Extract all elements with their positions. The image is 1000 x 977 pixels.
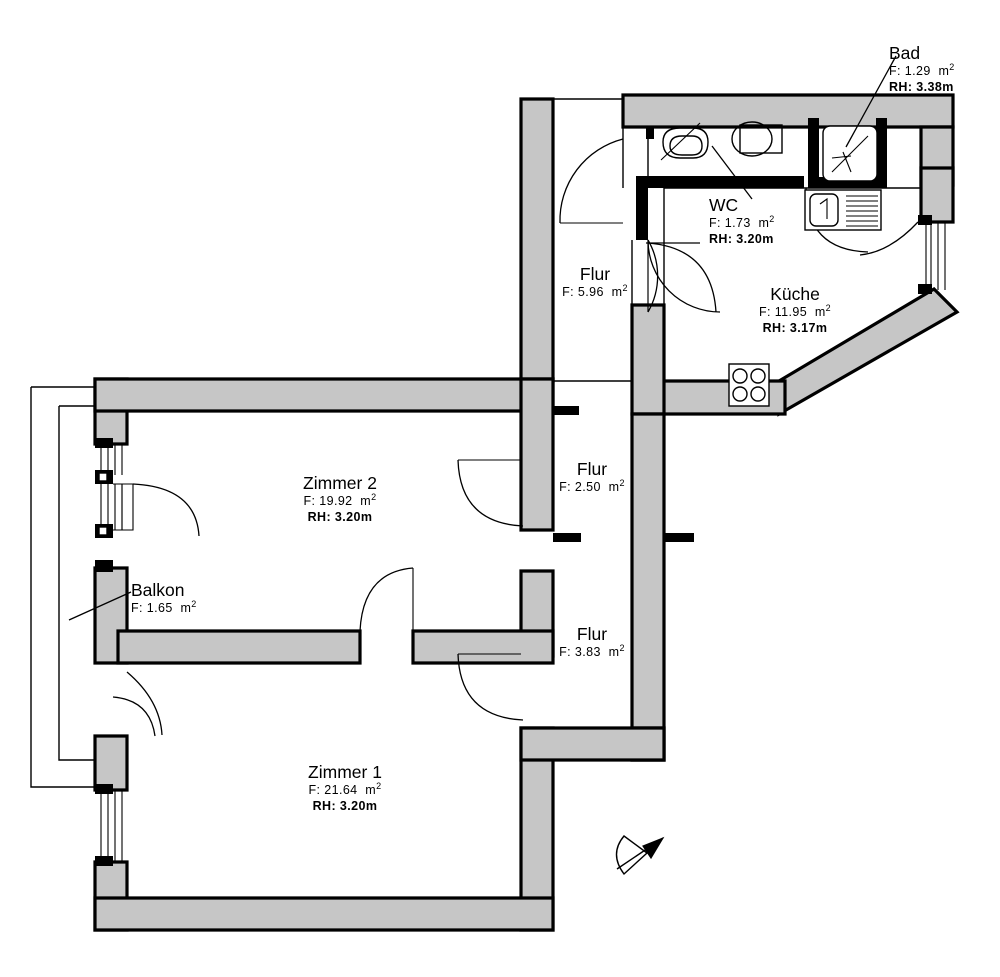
room-area-zimmer-1: F: 21.64 m2	[308, 781, 382, 798]
room-label-kueche: Küche F: 11.95 m2 RH: 3.17m	[735, 285, 855, 336]
window-right-exterior	[918, 215, 946, 294]
room-area-balkon: F: 1.65 m2	[131, 599, 197, 616]
wall-nib-entry	[646, 127, 654, 139]
room-name-zimmer-2: Zimmer 2	[303, 473, 377, 493]
room-label-zimmer-1: Zimmer 1 F: 21.64 m2 RH: 3.20m	[265, 763, 425, 814]
door-balcony	[132, 483, 200, 537]
room-label-bad: Bad F: 1.29 m2 RH: 3.38m	[889, 44, 955, 95]
wall-tick-left-of-corridor	[553, 533, 581, 542]
wall-wc-partition-vertical	[636, 176, 648, 240]
shower-tray-icon	[822, 125, 878, 182]
window-zimmer2-upper	[95, 438, 123, 484]
room-name-kueche: Küche	[770, 284, 820, 304]
wall-bath-inner-right	[876, 118, 887, 188]
wall-wc-partition-horizontal	[636, 176, 804, 188]
room-height-zimmer-1: RH: 3.20m	[312, 798, 378, 813]
wall-tick-right-of-corridor	[664, 533, 694, 542]
wall-bottom-zimmer1	[93, 896, 555, 932]
leader-balkon	[68, 591, 132, 621]
balcony-outline	[30, 386, 95, 788]
leader-bad	[845, 55, 897, 148]
room-area-flur-3: F: 3.83 m2	[559, 643, 625, 660]
room-name-balkon: Balkon	[131, 580, 185, 600]
window-zimmer2-lower	[95, 484, 123, 572]
room-name-flur-2: Flur	[576, 459, 608, 479]
door-zimmer2-upper	[457, 459, 524, 527]
washbasin-icon	[660, 122, 709, 161]
wall-left-zimmer1-pier	[93, 734, 129, 792]
door-between-zimmer	[359, 567, 414, 632]
room-name-zimmer-1: Zimmer 1	[308, 762, 382, 782]
balcony-door-leaf	[113, 483, 134, 531]
room-area-zimmer-2: F: 19.92 m2	[303, 492, 377, 509]
room-label-flur-3: Flur F: 3.83 m2	[532, 625, 652, 661]
wall-top-upper-block	[621, 93, 955, 129]
room-area-flur-1: F: 5.96 m2	[562, 283, 628, 300]
room-height-kueche: RH: 3.17m	[762, 320, 828, 335]
door-bath-right	[859, 221, 919, 256]
north-arrow	[615, 835, 665, 876]
kitchen-sink-icon	[804, 189, 882, 231]
wall-zimmer-divider-left	[116, 629, 362, 665]
room-area-kueche: F: 11.95 m2	[758, 303, 832, 320]
room-label-wc: WC F: 1.73 m2 RH: 3.20m	[709, 196, 775, 247]
wall-flur-left	[519, 97, 555, 383]
stove-four-burner-icon	[728, 363, 770, 407]
wall-bath-inner-left	[808, 118, 819, 188]
toilet-icon	[731, 121, 783, 157]
room-label-zimmer-2: Zimmer 2 F: 19.92 m2 RH: 3.20m	[260, 474, 420, 525]
room-area-flur-2: F: 2.50 m2	[559, 478, 625, 495]
room-height-zimmer-2: RH: 3.20m	[307, 509, 373, 524]
room-area-wc: F: 1.73 m2	[709, 214, 775, 231]
room-height-bad: RH: 3.38m	[889, 79, 954, 94]
window-zimmer1-left	[95, 784, 123, 866]
room-name-flur-3: Flur	[576, 624, 608, 644]
room-label-balkon: Balkon F: 1.65 m2	[131, 581, 197, 617]
door-zimmer1-corridor	[457, 653, 524, 721]
wall-right-upper	[919, 166, 955, 224]
wall-line-upper-inner	[623, 126, 649, 176]
door-entry	[559, 138, 624, 224]
room-name-flur-1: Flur	[579, 264, 611, 284]
room-name-wc: WC	[709, 195, 739, 215]
room-label-flur-1: Flur F: 5.96 m2	[535, 265, 655, 301]
wall-tick-top-corridor	[553, 406, 579, 415]
room-name-bad: Bad	[889, 43, 921, 63]
door-wc	[647, 239, 721, 313]
wall-zimmer-divider-right	[411, 629, 555, 665]
wall-flur-kueche	[630, 303, 666, 416]
wall-top-zimmer2	[93, 377, 555, 413]
leader-wc	[711, 145, 753, 200]
wall-connector-bottom	[519, 726, 666, 762]
wall-zimmer2-right-upper	[519, 377, 555, 532]
door-zimmer1-left	[112, 671, 163, 737]
door-wc-swing	[647, 242, 717, 313]
room-label-flur-2: Flur F: 2.50 m2	[532, 460, 652, 496]
room-area-bad: F: 1.29 m2	[889, 62, 955, 79]
room-height-wc: RH: 3.20m	[709, 231, 774, 246]
wall-bath-inner-bottom	[808, 177, 887, 188]
